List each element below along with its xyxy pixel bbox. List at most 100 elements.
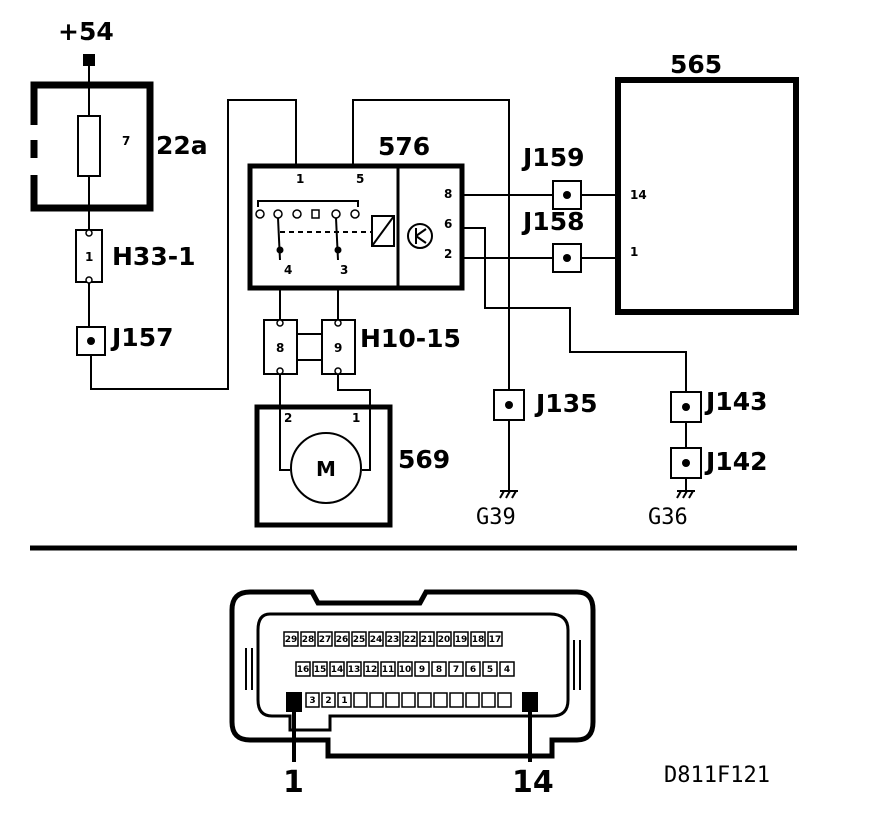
connector-cavity [414, 661, 430, 677]
motor-569: 2 1 M 569 [254, 404, 450, 528]
connector-cavity [385, 692, 400, 708]
connector-cavity-number: 28 [302, 635, 315, 645]
relay-pin-8: 8 [444, 187, 452, 201]
module-pin-1: 1 [630, 245, 638, 259]
connector-cavity [337, 692, 352, 708]
relay-pin-2: 2 [444, 247, 452, 261]
connector-cavity [334, 631, 350, 647]
connector-cavity-number: 11 [382, 665, 395, 675]
connector-cavity-number: 13 [348, 665, 361, 675]
pin-14-marker-block [522, 692, 538, 712]
relay-pin-5: 5 [356, 172, 364, 186]
connector-cavity [419, 631, 435, 647]
connector-cavity [380, 661, 396, 677]
connector-cavity [431, 661, 447, 677]
connector-cavity [449, 692, 464, 708]
connector-cavity [283, 631, 299, 647]
connector-cavity [385, 631, 401, 647]
pin-1-label: 1 [283, 765, 304, 800]
connector-cavity-number: 18 [472, 635, 485, 645]
connector-h10-15: 8 9 H10-15 [263, 319, 461, 375]
connector-cavity-number: 21 [421, 635, 434, 645]
junction-j142: J142 [670, 447, 768, 479]
connector-cavity [402, 631, 418, 647]
relay-pin-6: 6 [444, 217, 452, 231]
h10-label: H10-15 [360, 324, 461, 353]
connector-cavity-number: 23 [387, 635, 400, 645]
j142-label: J142 [704, 447, 768, 476]
connector-cavity-number: 7 [453, 665, 459, 675]
connector-cavity [397, 661, 413, 677]
connector-cavity [329, 661, 345, 677]
fuse-number: 7 [122, 134, 130, 148]
connector-cavity-number: 17 [489, 635, 502, 645]
h33-pin: 1 [85, 250, 93, 264]
connector-cavity-number: 19 [455, 635, 468, 645]
connector-cavity [453, 631, 469, 647]
fuse-box-label: 22a [156, 131, 208, 160]
connector-cavity-number: 20 [438, 635, 451, 645]
h10-pin-8: 8 [276, 341, 284, 355]
connector-inner-wall [256, 612, 570, 732]
connector-cavity [317, 631, 333, 647]
connector-left-ribs [245, 648, 253, 690]
relay-pin-3: 3 [340, 263, 348, 277]
connector-cavity-number: 12 [365, 665, 378, 675]
junction-j158: J158 [521, 207, 585, 273]
connector-cavity-number: 6 [470, 665, 476, 675]
j158-label: J158 [521, 207, 585, 236]
wire-relay-j135 [352, 99, 510, 390]
connector-cavity [346, 661, 362, 677]
connector-cavity-number: 4 [504, 665, 510, 675]
fuse-element [77, 115, 101, 177]
pin-14-label: 14 [512, 765, 554, 800]
connector-cavity-number: 25 [353, 635, 366, 645]
connector-cavity-number: 10 [399, 665, 412, 675]
ground-g36-label: G36 [648, 505, 688, 530]
motor-label: 569 [398, 445, 450, 474]
relay-label: 576 [378, 132, 430, 161]
module-label: 565 [670, 50, 722, 79]
relay-pin-4: 4 [284, 263, 292, 277]
connector-cavity-number: 24 [370, 635, 383, 645]
connector-cavity [305, 692, 320, 708]
connector-cavity [312, 661, 328, 677]
connector-cavity-number: 22 [404, 635, 417, 645]
connector-cavity [497, 692, 512, 708]
relay-576: 576 1 5 4 3 8 6 2 [247, 132, 465, 291]
connector-cavity-number: 29 [285, 635, 298, 645]
relay-pin-1: 1 [296, 172, 304, 186]
connector-cavity [436, 631, 452, 647]
connector-cavity [351, 631, 367, 647]
h10-pin-9: 9 [334, 341, 342, 355]
supply-label: +54 [58, 17, 114, 46]
connector-cavity-number: 5 [487, 665, 493, 675]
junction-j157: J157 [76, 323, 174, 356]
j135-label: J135 [534, 389, 598, 418]
ground-g36-symbol [676, 490, 695, 499]
j157-label: J157 [110, 323, 174, 352]
junction-j159: J159 [521, 143, 585, 210]
connector-cavity [465, 661, 481, 677]
connector-cavity-number: 14 [331, 665, 344, 675]
connector-cavity-number: 8 [436, 665, 442, 675]
ground-g39-label: G39 [476, 505, 516, 530]
fuse-box: 7 22a [30, 81, 208, 212]
connector-cavity [482, 661, 498, 677]
connector-cavity [368, 631, 384, 647]
motor-pin-2: 2 [284, 411, 292, 425]
connector-cavity-number: 9 [419, 665, 425, 675]
connector-cavity-number: 26 [336, 635, 349, 645]
wire-relay-6-j143 [462, 227, 687, 392]
module-565: 565 14 1 [615, 50, 799, 315]
connector-cavity-number: 1 [341, 696, 347, 706]
module-pin-14: 14 [630, 188, 647, 202]
connector-cavity [433, 692, 448, 708]
connector-cavity [363, 661, 379, 677]
connector-cavity [353, 692, 368, 708]
connector-cavity [499, 661, 515, 677]
connector-cavity [300, 631, 316, 647]
